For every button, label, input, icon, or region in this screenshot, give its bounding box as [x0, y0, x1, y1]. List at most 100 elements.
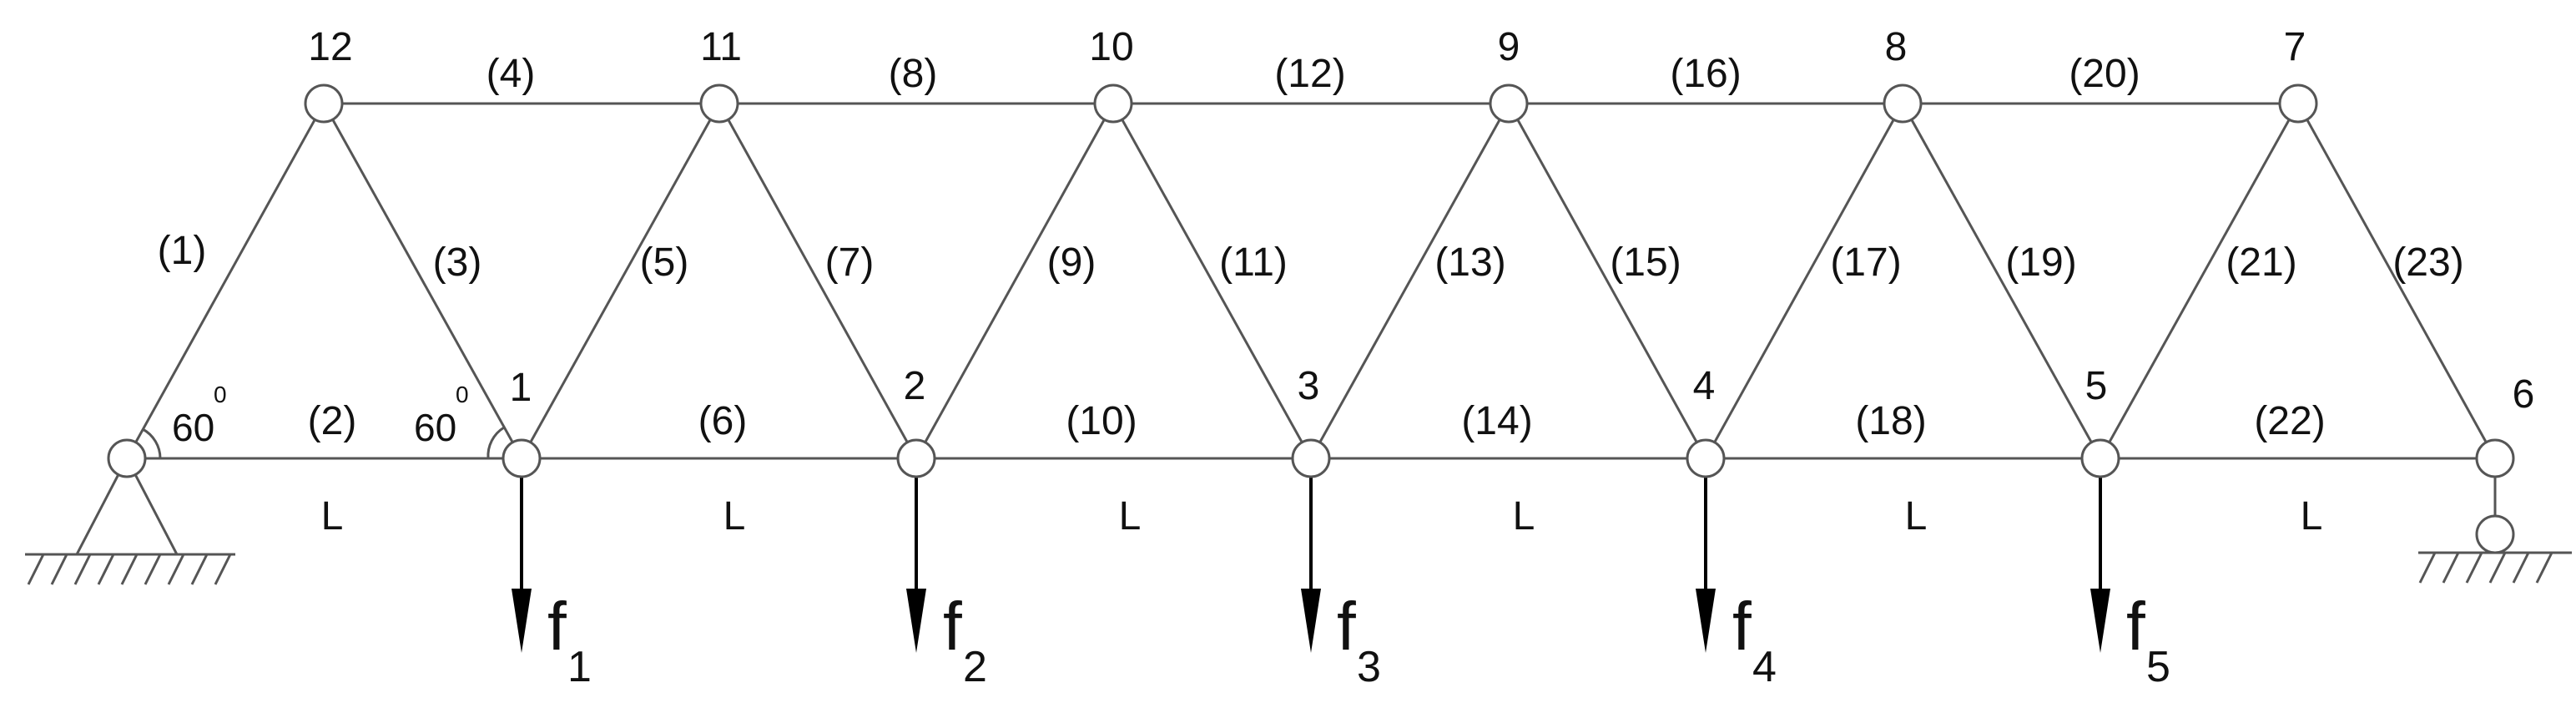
joint-support-left: [107, 438, 147, 478]
member-13: [1309, 103, 1510, 459]
angle-arcs: [142, 426, 505, 459]
roller-support: [2418, 458, 2572, 584]
member-label-15: (15): [1610, 240, 1681, 285]
load-index-3: 3: [1357, 643, 1381, 691]
load-arrow-3: [1301, 468, 1321, 653]
load-arrow-5: [2090, 468, 2110, 653]
member-label-14: (14): [1461, 399, 1532, 443]
load-arrow-4: [1696, 468, 1716, 653]
angle-unit-node-1: 0: [456, 382, 469, 407]
joint-8: [1883, 83, 1923, 124]
member-label-19: (19): [2005, 240, 2076, 285]
member-label-12: (12): [1274, 52, 1345, 96]
joint-12: [304, 83, 344, 124]
truss-members: [125, 102, 2497, 460]
member-label-18: (18): [1855, 399, 1926, 443]
member-11: [1112, 103, 1313, 459]
load-label-2: f: [943, 589, 962, 665]
node-label-10: 10: [1089, 25, 1133, 69]
member-label-10: (10): [1066, 399, 1137, 443]
load-label-1: f: [547, 589, 567, 665]
member-1: [125, 103, 325, 459]
load-index-1: 1: [567, 643, 592, 691]
load-label-3: f: [1337, 589, 1356, 665]
member-17: [1704, 103, 1904, 459]
node-label-7: 7: [2284, 25, 2306, 69]
member-label-5: (5): [640, 240, 689, 285]
node-label-4: 4: [1693, 364, 1716, 408]
member-label-16: (16): [1670, 52, 1741, 96]
roller-circle: [2475, 514, 2515, 554]
span-label-2: L: [723, 494, 746, 539]
joint-6: [2475, 438, 2515, 478]
joint-7: [2278, 83, 2318, 124]
member-label-1: (1): [158, 229, 207, 273]
load-arrows: [512, 468, 2110, 653]
span-label-5: L: [1905, 494, 1928, 539]
member-label-8: (8): [889, 52, 938, 96]
node-label-9: 9: [1498, 25, 1520, 69]
angle-arc-node-1: [486, 426, 505, 459]
member-label-6: (6): [698, 399, 748, 443]
member-19: [1901, 103, 2102, 459]
member-label-9: (9): [1047, 240, 1096, 285]
node-label-8: 8: [1885, 25, 1908, 69]
angle-label-node-1: 60: [414, 406, 456, 449]
joint-5: [2080, 438, 2120, 478]
node-label-6: 6: [2513, 372, 2535, 417]
member-15: [1507, 103, 1707, 459]
joint-11: [699, 83, 739, 124]
joint-4: [1686, 438, 1726, 478]
member-label-22: (22): [2254, 399, 2325, 443]
roller-ground-hatching: [2418, 552, 2553, 584]
node-label-11: 11: [700, 25, 742, 69]
node-label-3: 3: [1298, 364, 1320, 408]
node-labels: 1 2 3 4 5 6 7 8 9 10 11 12: [308, 25, 2534, 417]
load-index-2: 2: [963, 643, 987, 691]
node-label-2: 2: [904, 364, 926, 408]
member-23: [2296, 103, 2497, 459]
member-label-20: (20): [2069, 52, 2140, 96]
pin-support: [25, 455, 235, 585]
member-label-23: (23): [2392, 240, 2463, 285]
joint-9: [1489, 83, 1529, 124]
joint-2: [896, 438, 936, 478]
span-label-4: L: [1513, 494, 1535, 539]
joint-1: [502, 438, 542, 478]
node-label-12: 12: [308, 25, 352, 69]
span-label-6: L: [2301, 494, 2323, 539]
angle-arc-left-support: [142, 427, 162, 459]
member-3: [322, 103, 523, 459]
member-9: [915, 103, 1115, 459]
joint-3: [1291, 438, 1331, 478]
member-label-21: (21): [2226, 240, 2296, 285]
load-label-5: f: [2126, 589, 2145, 665]
member-label-4: (4): [486, 52, 536, 96]
member-label-7: (7): [825, 240, 875, 285]
node-label-5: 5: [2085, 364, 2108, 408]
span-label-1: L: [321, 494, 344, 539]
load-arrow-2: [906, 468, 926, 653]
member-label-11: (11): [1219, 240, 1288, 285]
pin-ground-hatching: [27, 554, 232, 585]
load-index-5: 5: [2146, 643, 2170, 691]
span-labels: L L L L L L: [321, 494, 2323, 539]
load-arrow-1: [512, 468, 532, 653]
member-label-17: (17): [1830, 240, 1901, 285]
load-labels: f 1 f 2 f 3 f 4 f 5: [547, 589, 2170, 691]
angle-label-left-support: 60: [172, 406, 214, 449]
member-5: [520, 103, 721, 459]
truss-joints: [107, 83, 2515, 478]
span-label-3: L: [1119, 494, 1142, 539]
member-label-3: (3): [433, 240, 482, 285]
member-labels: (1) (2) (3) (4) (5) (6) (7) (8) (9) (10)…: [158, 52, 2464, 443]
member-7: [718, 103, 918, 459]
node-label-1: 1: [510, 366, 532, 410]
member-21: [2099, 103, 2300, 459]
angle-labels: 60 0 60 0: [172, 382, 469, 449]
load-index-4: 4: [1752, 643, 1777, 691]
angle-unit-left-support: 0: [214, 382, 227, 407]
member-label-2: (2): [308, 399, 357, 443]
joint-10: [1093, 83, 1133, 124]
